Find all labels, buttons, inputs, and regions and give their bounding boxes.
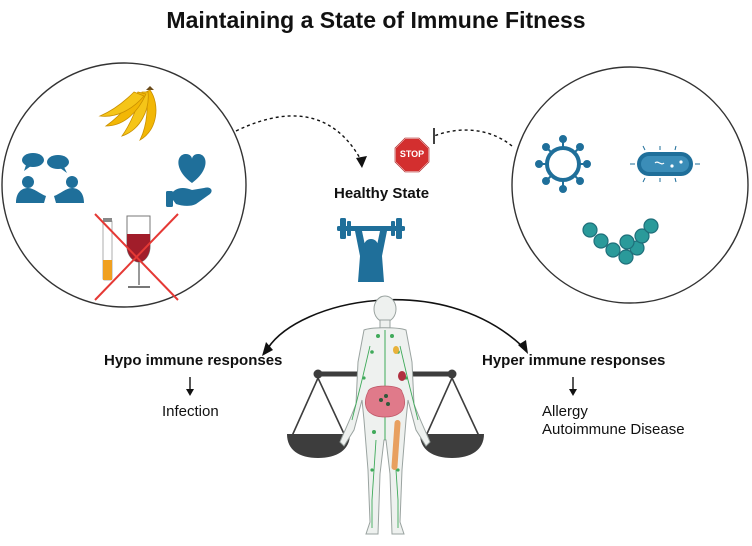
dotted-arrow-left (235, 115, 363, 163)
lifestyle-circle (1, 62, 247, 308)
hyper-outcome-autoimmune: Autoimmune Disease (542, 421, 685, 438)
bacterium-icon (630, 145, 700, 183)
bone-marrow (391, 420, 401, 470)
streptococcus-icon (582, 218, 659, 265)
intestines (364, 385, 406, 418)
stop-sign-icon (394, 137, 430, 173)
spleen (398, 371, 406, 381)
heart-hand-icon (166, 154, 212, 207)
hyper-heading: Hyper immune responses (482, 352, 666, 369)
human-body-lymph-icon (339, 295, 431, 535)
hypo-outcome: Infection (162, 403, 219, 420)
hypo-heading: Hypo immune responses (104, 352, 283, 369)
arc-arrowhead-left (262, 342, 273, 356)
pathogen-circle (511, 66, 749, 304)
conversation-icon (16, 153, 84, 203)
banana-icon (98, 86, 157, 141)
thymus (393, 346, 399, 354)
hyper-outcome-allergy: Allergy (542, 403, 588, 420)
arc-arrowhead-right (518, 340, 528, 354)
virus-icon (535, 135, 591, 193)
stop-sign-text: STOP (399, 149, 425, 159)
no-smoking-no-alcohol-icon (94, 213, 179, 301)
dotted-inhibit-line (433, 129, 513, 147)
healthy-state-label: Healthy State (334, 185, 430, 202)
weightlifter-icon (337, 218, 405, 282)
page-title: Maintaining a State of Immune Fitness (166, 7, 586, 33)
arrowhead-left (356, 156, 367, 168)
